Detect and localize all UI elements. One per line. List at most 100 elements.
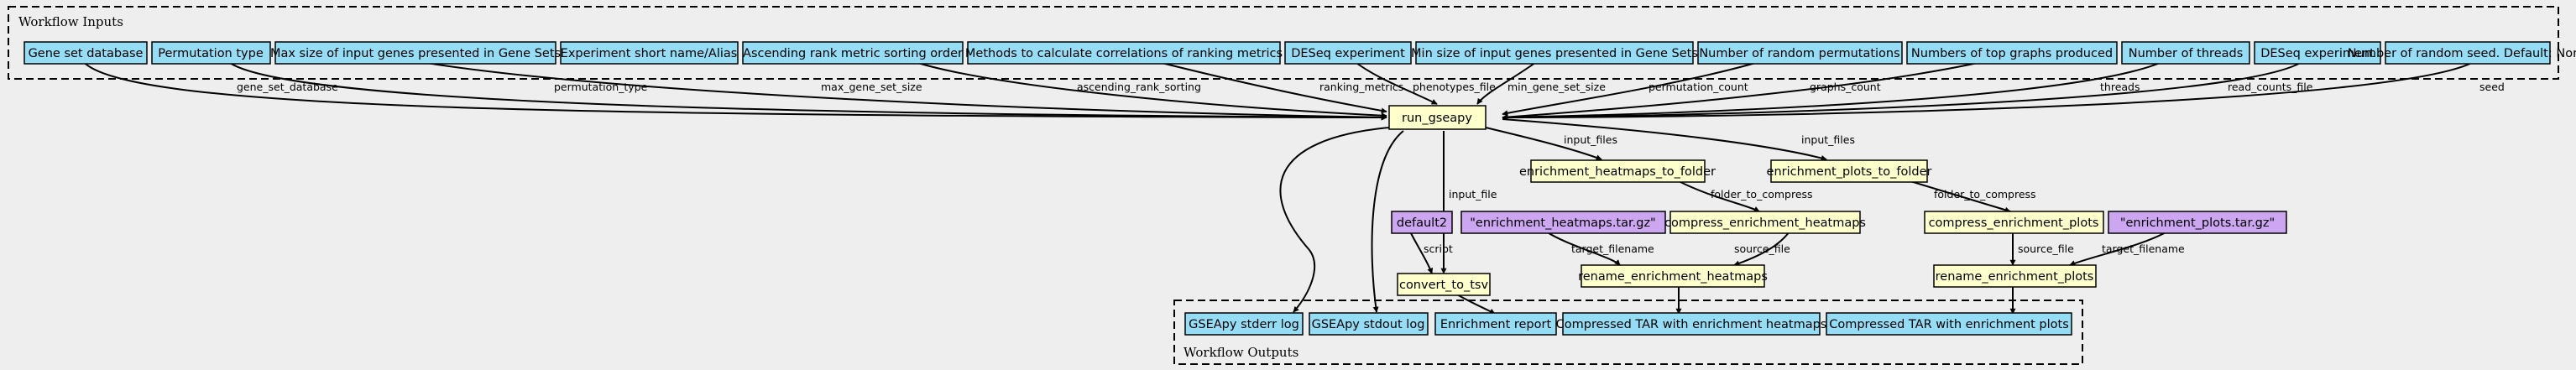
edge-label: ranking_metrics [1319,81,1403,93]
input-node-permutation-type[interactable]: Permutation type [151,41,271,65]
step-node-label: enrichment_heatmaps_to_folder [1519,165,1716,179]
edge-gene-set-database [81,60,1387,121]
edge-ascending-rank-sorting [909,60,1387,119]
input-node-max-gene-set-size[interactable]: Max size of input genes presented in Gen… [270,41,561,65]
edge-labels-layer: gene_set_database permutation_type max_g… [237,81,2505,255]
edge-heatmaps-folder-to-compress [1678,180,1760,212]
input-node-deseq-experiment-2[interactable]: DESeq experiment [2254,41,2381,65]
edge-label: source_file [1734,242,1790,255]
edge-label: source_file [2018,242,2074,255]
input-node-experiment-alias[interactable]: Experiment short name/Alias [560,41,739,65]
edge-plots-folder-to-compress [1910,180,2011,213]
edge-read-counts-file [1502,60,2305,121]
edge-label: target_filename [2102,242,2185,255]
step-node-run-gseapy[interactable]: run_gseapy [1388,105,1487,130]
edge-label: target_filename [1571,242,1654,255]
edge-label: threads [2100,81,2140,93]
workflow-outputs-title: Workflow Outputs [1183,345,1298,360]
edge-label: ascending_rank_sorting [1077,81,1201,93]
input-node-top-graphs[interactable]: Numbers of top graphs produced [1906,41,2118,65]
input-node-random-seed[interactable]: Number of random seed. Default: None [2348,41,2576,65]
edge-ranking-metrics [1151,60,1387,114]
step-node-compress-plots[interactable]: compress_enrichment_plots [1924,211,2104,234]
output-node-plots-tar[interactable]: Compressed TAR with enrichment plots [1826,312,2072,336]
step-node-label: compress_enrichment_heatmaps [1664,216,1866,230]
edge-label: phenotypes_file [1413,81,1496,93]
edge-phenotypes-file [1352,60,1438,105]
step-node-compress-heatmaps[interactable]: compress_enrichment_heatmaps [1664,211,1866,234]
output-nodes-layer: GSEApy stderr log GSEApy stdout log Enri… [1184,312,2072,336]
input-node-deseq-experiment-1[interactable]: DESeq experiment [1284,41,1412,65]
step-node-label: compress_enrichment_plots [1929,216,2099,230]
input-node-label: Gene set database [29,47,144,60]
input-node-label: Numbers of top graphs produced [1911,47,2113,60]
workflow-inputs-cluster [8,6,2559,80]
constant-node-heatmaps-tar[interactable]: "enrichment_heatmaps.tar.gz" [1460,211,1666,234]
input-node-min-gene-set-size[interactable]: Min size of input genes presented in Gen… [1411,41,1698,65]
step-node-plots-to-folder[interactable]: enrichment_plots_to_folder [1767,159,1932,183]
input-node-label: Number of random seed. Default: None [2348,47,2576,60]
edge-permutation-type [226,60,1387,121]
workflow-inputs-title: Workflow Inputs [18,14,123,29]
constant-node-plots-tar[interactable]: "enrichment_plots.tar.gz" [2108,211,2287,234]
edge-threads [1502,60,2166,121]
input-node-label: DESeq experiment [1291,47,1405,60]
input-node-gene-set-database[interactable]: Gene set database [24,41,148,65]
edge-run-to-stdout [1371,130,1404,313]
edge-label: permutation_count [1649,81,1748,93]
output-node-stdout-log[interactable]: GSEApy stdout log [1309,312,1429,336]
input-node-label: Experiment short name/Alias [561,47,738,60]
constant-node-default2[interactable]: default2 [1391,211,1453,234]
edge-label: folder_to_compress [1711,188,1813,201]
workflow-outputs-cluster [1173,300,2083,365]
edge-label: seed [2479,81,2505,93]
edge-label: max_gene_set_size [821,81,922,93]
output-node-label: Compressed TAR with enrichment heatmaps [1556,318,1827,331]
input-node-ranking-metrics[interactable]: Methods to calculate correlations of ran… [965,41,1283,65]
output-node-enrichment-report[interactable]: Enrichment report [1434,312,1557,336]
output-node-heatmaps-tar[interactable]: Compressed TAR with enrichment heatmaps [1556,312,1827,336]
input-node-label: Max size of input genes presented in Gen… [270,47,561,60]
edge-label: gene_set_database [237,81,338,93]
output-node-stderr-log[interactable]: GSEApy stderr log [1184,312,1304,336]
step-node-label: enrichment_plots_to_folder [1767,165,1932,179]
edge-max-gene-set-size [410,60,1387,121]
constant-nodes-layer: default2 "enrichment_heatmaps.tar.gz" "e… [1391,211,2287,234]
edge-label: min_gene_set_size [1507,81,1606,93]
edge-run-to-heatmaps-folder [1485,127,1602,161]
edge-label: folder_to_compress [1934,188,2036,201]
edge-graphs-count [1502,60,1990,121]
edge-permutation-count [1502,60,1765,117]
output-node-label: GSEApy stderr log [1189,318,1299,331]
input-node-ascending-rank-sorting[interactable]: Ascending rank metric sorting order [742,41,964,65]
step-node-rename-plots[interactable]: rename_enrichment_plots [1933,264,2097,288]
edge-run-to-plots-folder [1502,118,1827,161]
edge-label: input_files [1564,133,1617,146]
input-node-label: Number of random permutations [1699,47,1899,60]
input-node-label: Permutation type [158,47,264,60]
output-node-label: GSEApy stdout log [1312,318,1425,331]
output-node-label: Enrichment report [1440,318,1552,331]
input-node-threads[interactable]: Number of threads [2121,41,2250,65]
step-node-label: rename_enrichment_heatmaps [1578,270,1768,284]
edge-label: read_counts_file [2228,81,2313,93]
edge-label: graphs_count [1810,81,1881,93]
input-node-random-permutations[interactable]: Number of random permutations [1697,41,1903,65]
input-node-label: Number of threads [2129,47,2244,60]
edge-label: script [1424,242,1453,255]
edge-min-gene-set-size [1476,60,1539,105]
edges-layer [81,60,2477,315]
input-node-label: Min size of input genes presented in Gen… [1411,47,1698,60]
step-nodes-layer: run_gseapy enrichment_heatmaps_to_folder… [1388,105,2104,296]
edge-default2-to-convert [1409,231,1434,274]
edge-compress-heatmaps-to-rename [1733,231,1790,267]
step-node-label: rename_enrichment_plots [1936,270,2094,284]
step-node-convert-to-tsv[interactable]: convert_to_tsv [1397,273,1491,296]
input-node-label: DESeq experiment [2260,47,2375,60]
step-node-label: convert_to_tsv [1399,279,1488,292]
step-node-heatmaps-to-folder[interactable]: enrichment_heatmaps_to_folder [1519,159,1716,183]
edge-label: permutation_type [554,81,648,93]
step-node-rename-heatmaps[interactable]: rename_enrichment_heatmaps [1578,264,1768,288]
input-node-label: Ascending rank metric sorting order [743,47,963,60]
